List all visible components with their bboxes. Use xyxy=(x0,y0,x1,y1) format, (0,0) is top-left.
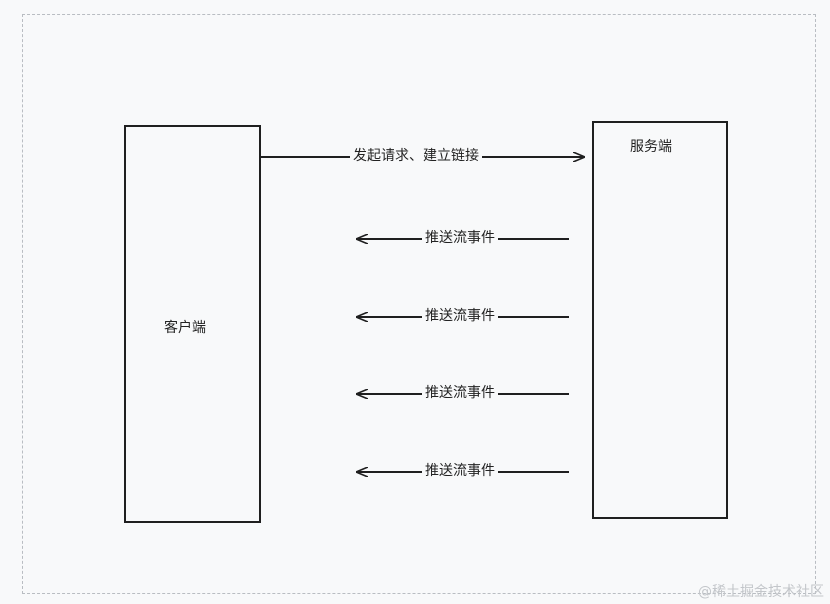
server-label: 服务端 xyxy=(630,139,672,155)
event-label-1: 推送流事件 xyxy=(422,229,498,247)
server-box: 服务端 xyxy=(592,121,728,519)
client-label: 客户端 xyxy=(164,320,206,336)
event-label-2: 推送流事件 xyxy=(422,307,498,325)
request-label: 发起请求、建立链接 xyxy=(350,147,482,165)
event-label-4: 推送流事件 xyxy=(422,462,498,480)
client-box: 客户端 xyxy=(124,125,261,523)
event-label-3: 推送流事件 xyxy=(422,384,498,402)
canvas-frame xyxy=(22,14,816,594)
watermark: @稀土掘金技术社区 xyxy=(698,584,824,600)
